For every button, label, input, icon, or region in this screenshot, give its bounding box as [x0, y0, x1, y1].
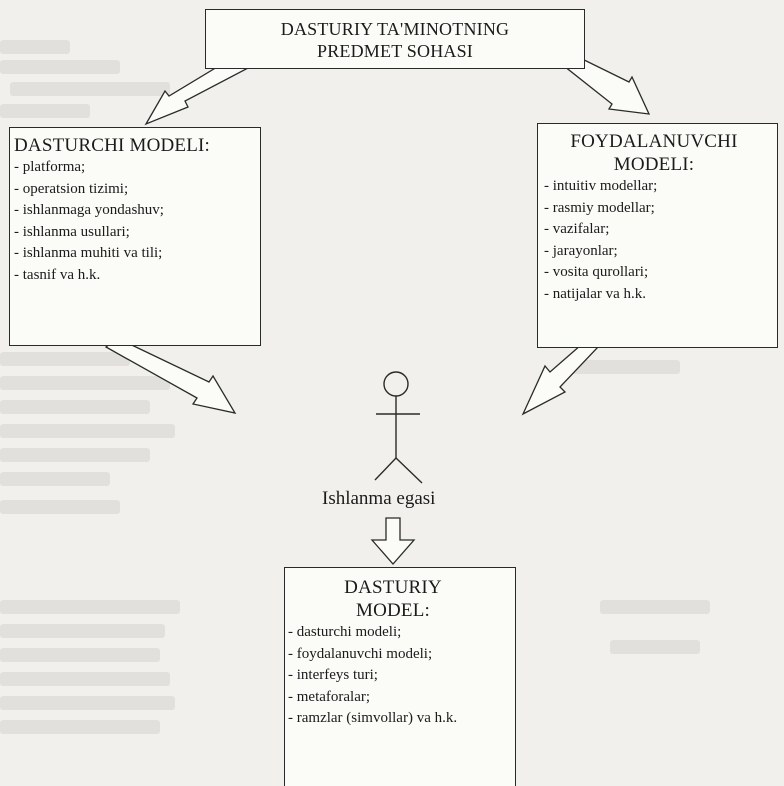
software-model-box: DASTURIY MODEL: - dasturchi modeli; - fo… [284, 567, 516, 786]
list-item: - operatsion tizimi; [14, 180, 129, 197]
actor-left-leg [374, 457, 397, 481]
software-model-title-line1: DASTURIY [344, 577, 442, 598]
user-model-title-line2: MODELI: [613, 154, 695, 175]
list-item: - metaforalar; [288, 688, 371, 705]
actor-label: Ishlanma egasi [322, 488, 436, 509]
software-model-list: - dasturchi modeli; - foydalanuvchi mode… [288, 622, 515, 730]
list-item: - intuitiv modellar; [544, 178, 658, 194]
list-item: - foydalanuvchi modeli; [288, 645, 433, 662]
arrow-to-developer-model [144, 51, 251, 126]
list-item: - ishlanma muhiti va tili; [14, 245, 163, 262]
list-item: - dasturchi modeli; [288, 624, 402, 640]
software-model-title-line2: MODEL: [355, 600, 431, 621]
arrow-user-to-actor [521, 337, 600, 416]
developer-model-list: - platforma; - operatsion tizimi; - ishl… [14, 157, 260, 287]
list-item: - tasnif va h.k. [14, 266, 101, 283]
list-item: - ramzlar (simvollar) va h.k. [288, 710, 458, 727]
list-item: - vosita qurollari; [544, 264, 649, 281]
developer-model-box: DASTURCHI MODELI: - platforma; - operats… [9, 127, 261, 346]
list-item: - interfeys turi; [288, 667, 378, 684]
actor-right-leg [395, 457, 423, 484]
actor-figure [374, 371, 423, 484]
list-item: - vazifalar; [544, 221, 610, 238]
list-item: - jarayonlar; [544, 242, 618, 259]
user-model-list: - intuitiv modellar; - rasmiy modellar; … [544, 176, 777, 306]
developer-model-title: DASTURCHI MODELI: [14, 135, 211, 156]
list-item: - ishlanma usullari; [14, 223, 130, 240]
arrow-actor-to-model [370, 517, 416, 565]
actor-head [383, 371, 409, 397]
list-item: - natijalar va h.k. [544, 285, 647, 302]
domain-title-line2: PREDMET SOHASI [317, 41, 473, 61]
user-model-title-line1: FOYDALANUVCHI [570, 131, 738, 152]
list-item: - rasmiy modellar; [544, 199, 655, 216]
domain-box: DASTURIY TA'MINOTNING PREDMET SOHASI [205, 9, 585, 69]
list-item: - platforma; [14, 159, 86, 175]
domain-title-line1: DASTURIY TA'MINOTNING [280, 19, 510, 39]
list-item: - ishlanmaga yondashuv; [14, 202, 164, 219]
user-model-box: FOYDALANUVCHI MODELI: - intuitiv modella… [537, 123, 778, 348]
arrow-developer-to-actor [104, 337, 237, 414]
